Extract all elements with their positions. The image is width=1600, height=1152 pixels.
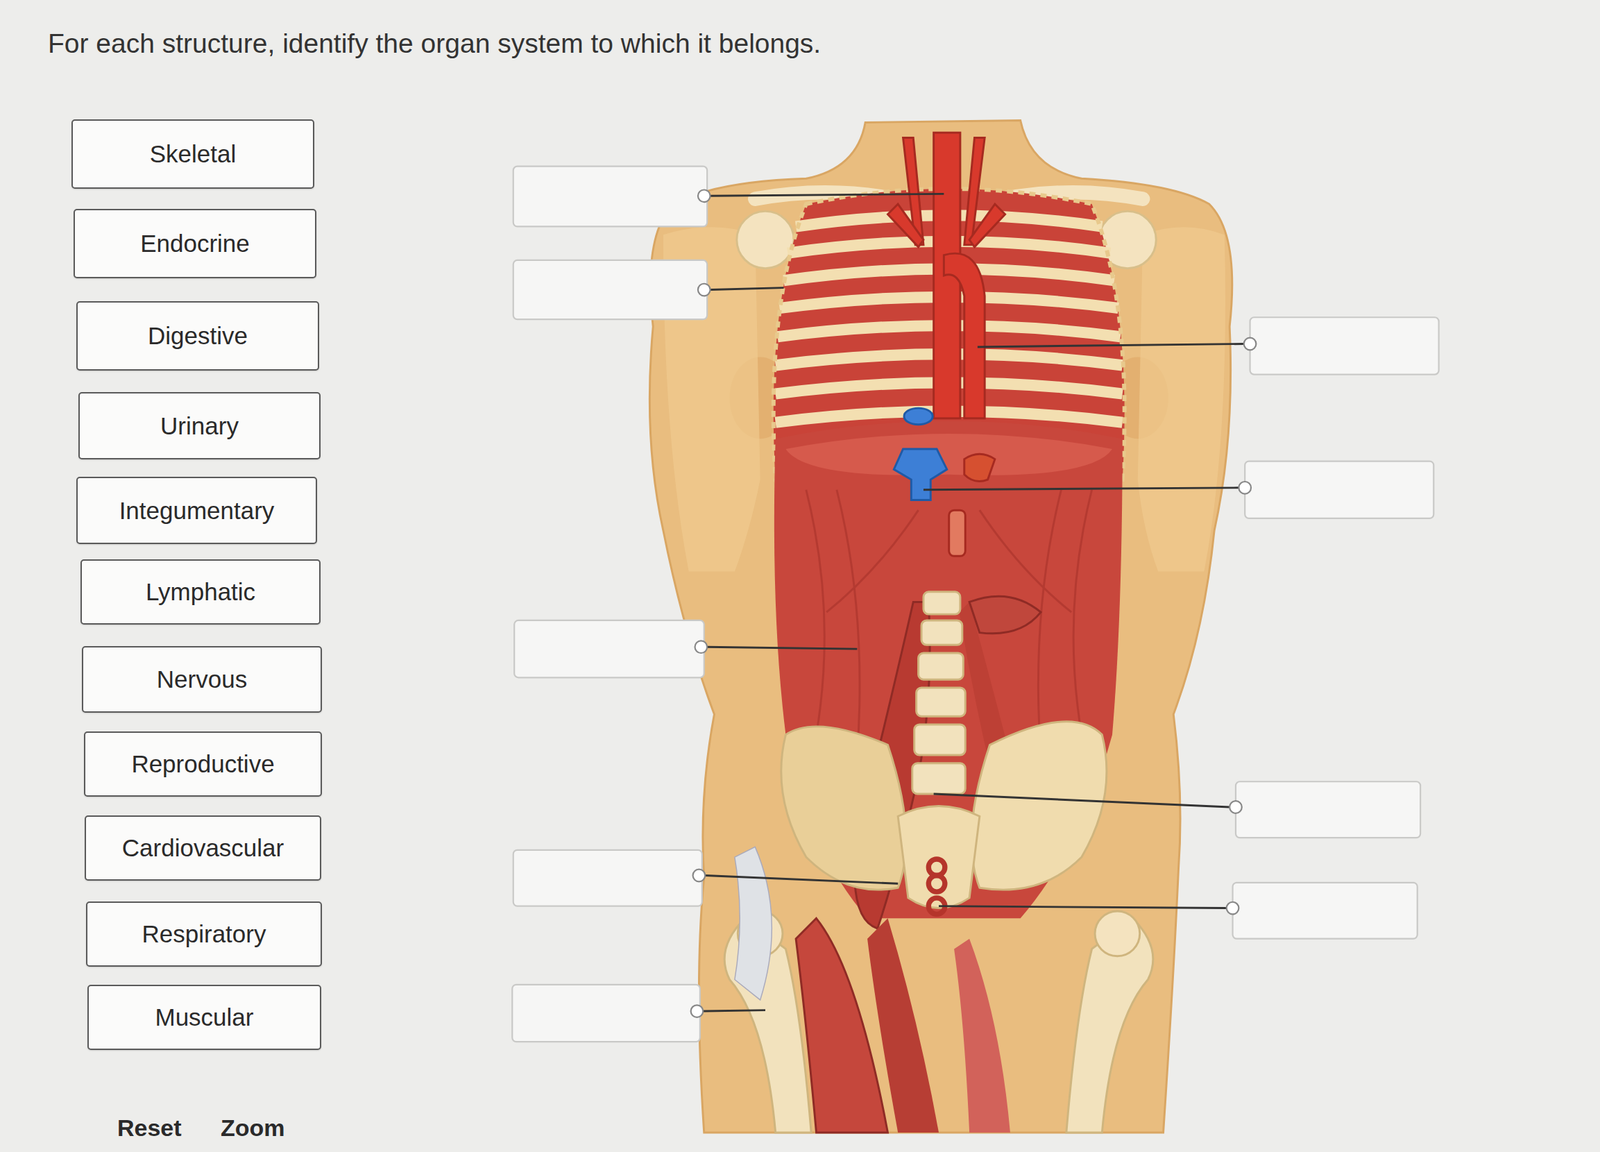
title: For each structure, identify the organ s… [47, 28, 821, 59]
term-label: Muscular [155, 1003, 254, 1032]
term-label: Reproductive [131, 750, 275, 778]
connector-dot [691, 189, 1257, 1017]
term-box: Digestive [76, 301, 320, 371]
term-box: Urinary [78, 392, 321, 460]
term-box: Respiratory [86, 901, 322, 967]
term-box: Skeletal [71, 119, 315, 189]
answer-box [512, 166, 1439, 1043]
term-box: Endocrine [73, 208, 317, 279]
term-label: Lymphatic [145, 577, 256, 606]
term-label: Skeletal [149, 140, 237, 168]
term-box: Cardiovascular [84, 815, 322, 881]
term-box: Nervous [81, 645, 322, 713]
term-label: Digestive [147, 321, 248, 350]
term-label: Cardiovascular [122, 833, 284, 862]
term-box: Integumentary [76, 476, 318, 544]
term-box: Reproductive [83, 731, 322, 797]
control-link: Reset [117, 1114, 182, 1142]
leader-line [702, 193, 1244, 1011]
term-label: Respiratory [142, 920, 267, 948]
term-box: Muscular [87, 984, 322, 1050]
term-label: Nervous [156, 665, 248, 694]
term-label: Integumentary [119, 496, 275, 525]
term-box: Lymphatic [80, 559, 321, 625]
term-label: Endocrine [140, 229, 250, 258]
term-label: Urinary [160, 412, 239, 440]
control-link: Zoom [220, 1114, 286, 1142]
